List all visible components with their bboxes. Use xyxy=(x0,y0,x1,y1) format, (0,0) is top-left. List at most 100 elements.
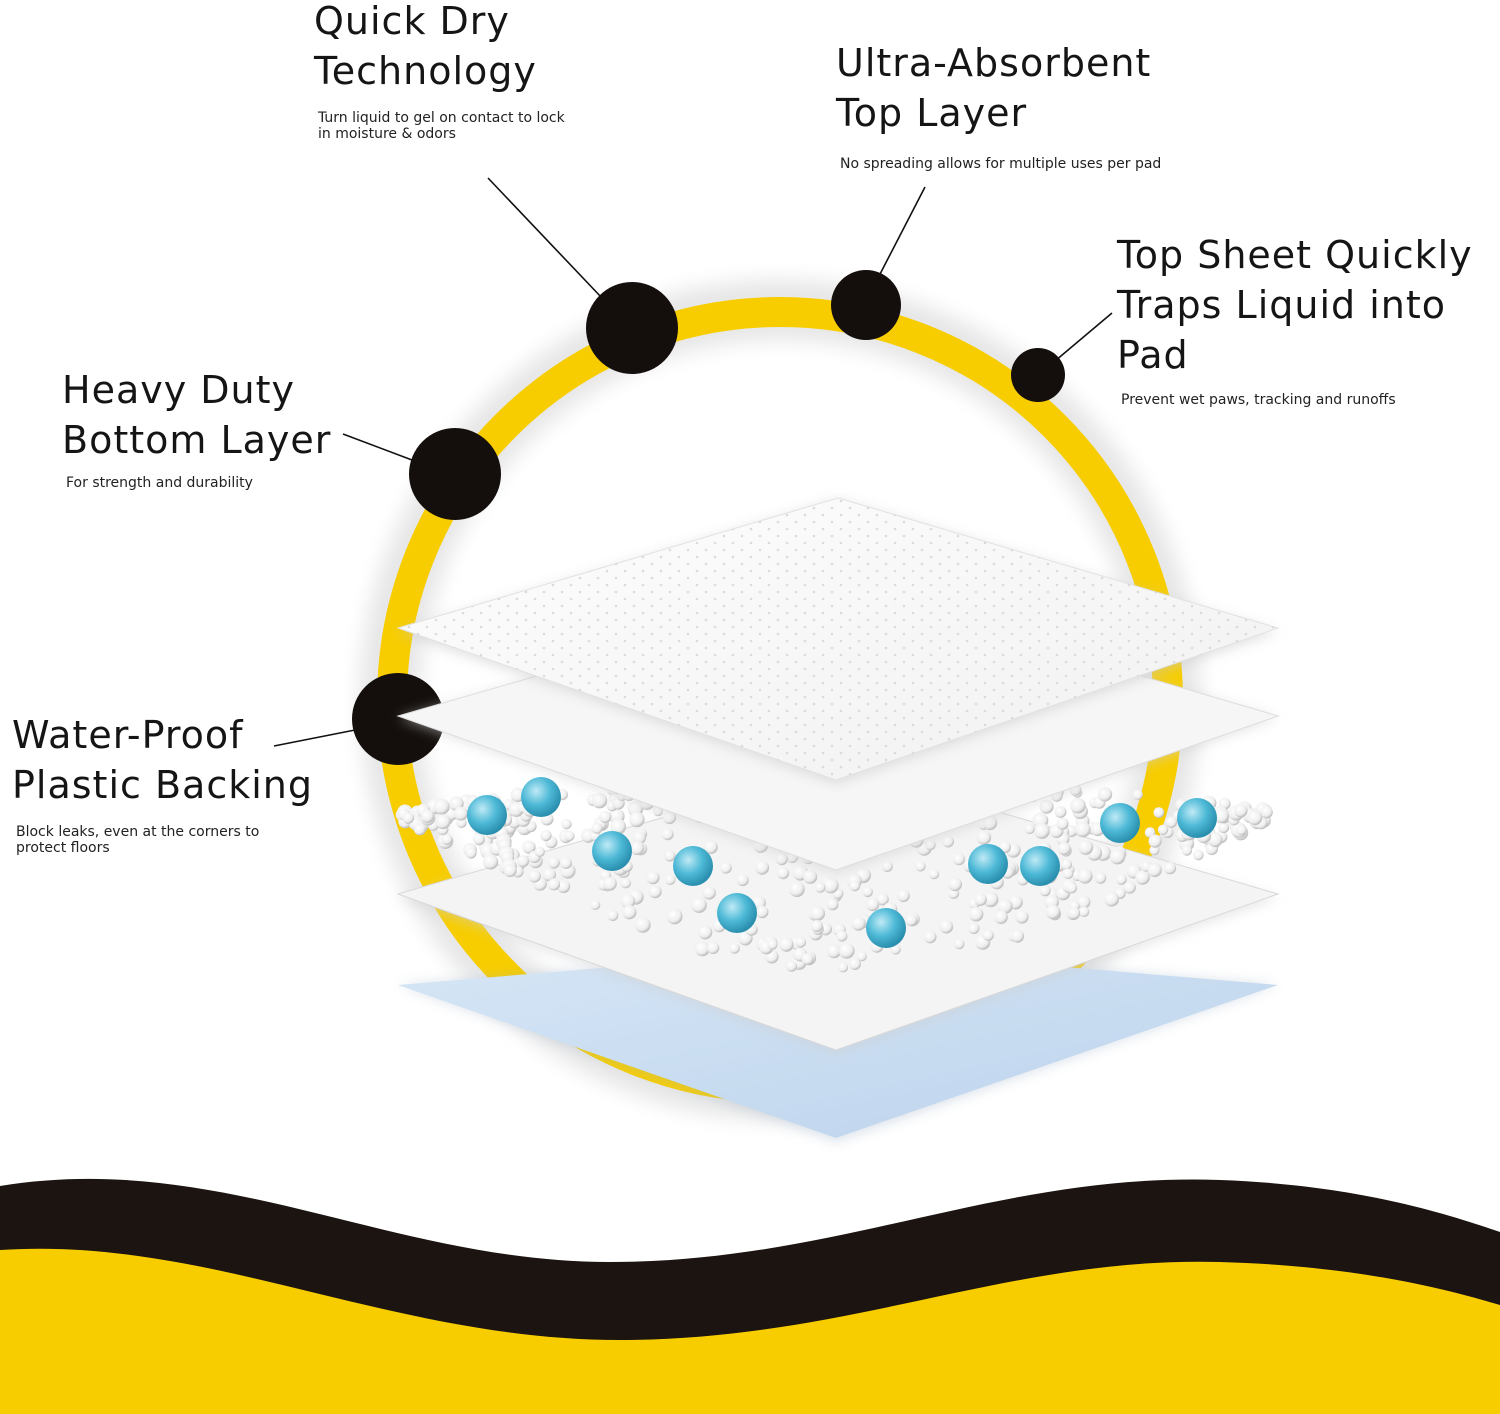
gel-bead xyxy=(534,846,545,858)
gel-bead xyxy=(1165,816,1178,828)
gel-bead xyxy=(590,900,601,910)
gel-bead xyxy=(866,897,880,912)
gel-bead xyxy=(736,874,749,887)
gel-bead xyxy=(1045,904,1061,920)
gel-bead xyxy=(564,830,575,842)
gel-bead xyxy=(1147,862,1162,878)
leader-lines xyxy=(273,177,1113,747)
gel-bead xyxy=(983,891,999,908)
gel-bead xyxy=(767,939,778,950)
gel-bead xyxy=(928,868,940,880)
gel-bead-blue xyxy=(1020,846,1060,886)
gel-bead xyxy=(1075,821,1091,838)
callout-heavy-duty-title: Heavy Duty Bottom Layer xyxy=(62,368,332,462)
gel-bead xyxy=(786,960,797,972)
gel-bead xyxy=(548,856,560,869)
gel-bead xyxy=(836,930,848,942)
gel-bead xyxy=(775,852,788,866)
gel-bead xyxy=(528,870,541,883)
gel-bead xyxy=(629,811,645,828)
gel-bead xyxy=(1181,845,1193,856)
callout-water-proof-description: Block leaks, even at the corners to prot… xyxy=(16,824,260,856)
gel-bead xyxy=(1148,834,1162,848)
gel-bead xyxy=(664,850,676,862)
gel-bead xyxy=(1123,881,1136,894)
gel-bead xyxy=(826,898,839,911)
gel-bead xyxy=(661,828,674,841)
gel-bead-blue xyxy=(592,831,632,871)
gel-bead xyxy=(777,867,790,880)
gel-bead xyxy=(994,910,1008,924)
callout-quick-dry-description: Turn liquid to gel on contact to lock in… xyxy=(318,110,565,142)
gel-bead xyxy=(1157,824,1169,835)
gel-bead xyxy=(634,917,651,933)
gel-bead xyxy=(1214,808,1229,824)
gel-bead xyxy=(517,855,529,868)
gel-bead xyxy=(789,881,805,897)
dot-top-sheet xyxy=(1011,348,1065,402)
gel-bead-blue xyxy=(1100,803,1140,843)
gel-bead-blue xyxy=(866,908,906,948)
gel-bead xyxy=(754,860,770,875)
gel-bead xyxy=(897,889,910,903)
gel-bead xyxy=(1039,799,1054,814)
gel-bead xyxy=(620,894,636,909)
gel-bead xyxy=(702,886,716,900)
dot-ultra-absorbent xyxy=(831,270,901,340)
gel-bead xyxy=(630,841,645,856)
gel-bead xyxy=(1062,868,1074,880)
gel-bead xyxy=(703,840,718,855)
callout-water-proof: Water-Proof Plastic Backing Block leaks,… xyxy=(12,710,313,856)
gel-bead xyxy=(720,862,732,874)
gel-bead xyxy=(1236,825,1247,836)
callout-top-sheet: Top Sheet Quickly Traps Liquid into Pad … xyxy=(1117,230,1473,408)
gel-bead xyxy=(1024,823,1035,835)
leader-line-ultra-absorbent xyxy=(877,186,926,279)
callout-quick-dry-title: Quick Dry Technology xyxy=(314,0,537,93)
gel-bead xyxy=(603,876,617,891)
gel-bead-blue xyxy=(467,795,507,835)
callout-quick-dry: Quick Dry Technology Turn liquid to gel … xyxy=(314,0,565,142)
gel-bead xyxy=(856,951,867,962)
gel-bead xyxy=(560,857,572,869)
gel-bead xyxy=(1097,787,1113,802)
gel-bead xyxy=(779,937,794,952)
gel-bead xyxy=(1054,805,1067,818)
gel-bead xyxy=(851,916,866,931)
gel-bead-blue xyxy=(1177,798,1217,838)
gel-bead xyxy=(838,942,855,959)
gel-bead xyxy=(413,823,426,836)
callout-heavy-duty-description: For strength and durability xyxy=(66,475,253,491)
gel-bead xyxy=(1015,910,1029,924)
gel-bead xyxy=(441,834,453,845)
gel-bead xyxy=(881,861,893,872)
gel-bead xyxy=(557,879,571,894)
gel-bead xyxy=(420,809,434,823)
gel-bead xyxy=(905,914,918,927)
gel-bead-blue xyxy=(968,844,1008,884)
gel-bead xyxy=(483,854,499,870)
gel-bead xyxy=(952,853,966,866)
gel-bead xyxy=(849,880,861,892)
gel-bead xyxy=(1109,848,1126,865)
gel-bead xyxy=(599,810,612,824)
callout-dots xyxy=(352,270,1065,765)
gel-bead xyxy=(795,936,807,948)
gel-bead xyxy=(1153,807,1165,818)
gel-bead xyxy=(632,831,646,845)
gel-bead xyxy=(876,893,889,906)
gel-bead xyxy=(1132,789,1143,800)
gel-bead xyxy=(433,798,450,815)
gel-bead xyxy=(707,941,720,955)
bottom-wave xyxy=(0,1178,1500,1414)
gel-bead xyxy=(591,792,608,809)
gel-bead xyxy=(729,943,740,954)
callout-ultra-absorbent-description: No spreading allows for multiple uses pe… xyxy=(840,156,1162,172)
gel-bead xyxy=(862,886,873,898)
gel-bead xyxy=(1010,929,1025,943)
gel-bead xyxy=(1077,868,1093,884)
gel-bead xyxy=(620,877,631,889)
gel-bead xyxy=(801,953,814,965)
gel-bead-blue xyxy=(717,893,757,933)
